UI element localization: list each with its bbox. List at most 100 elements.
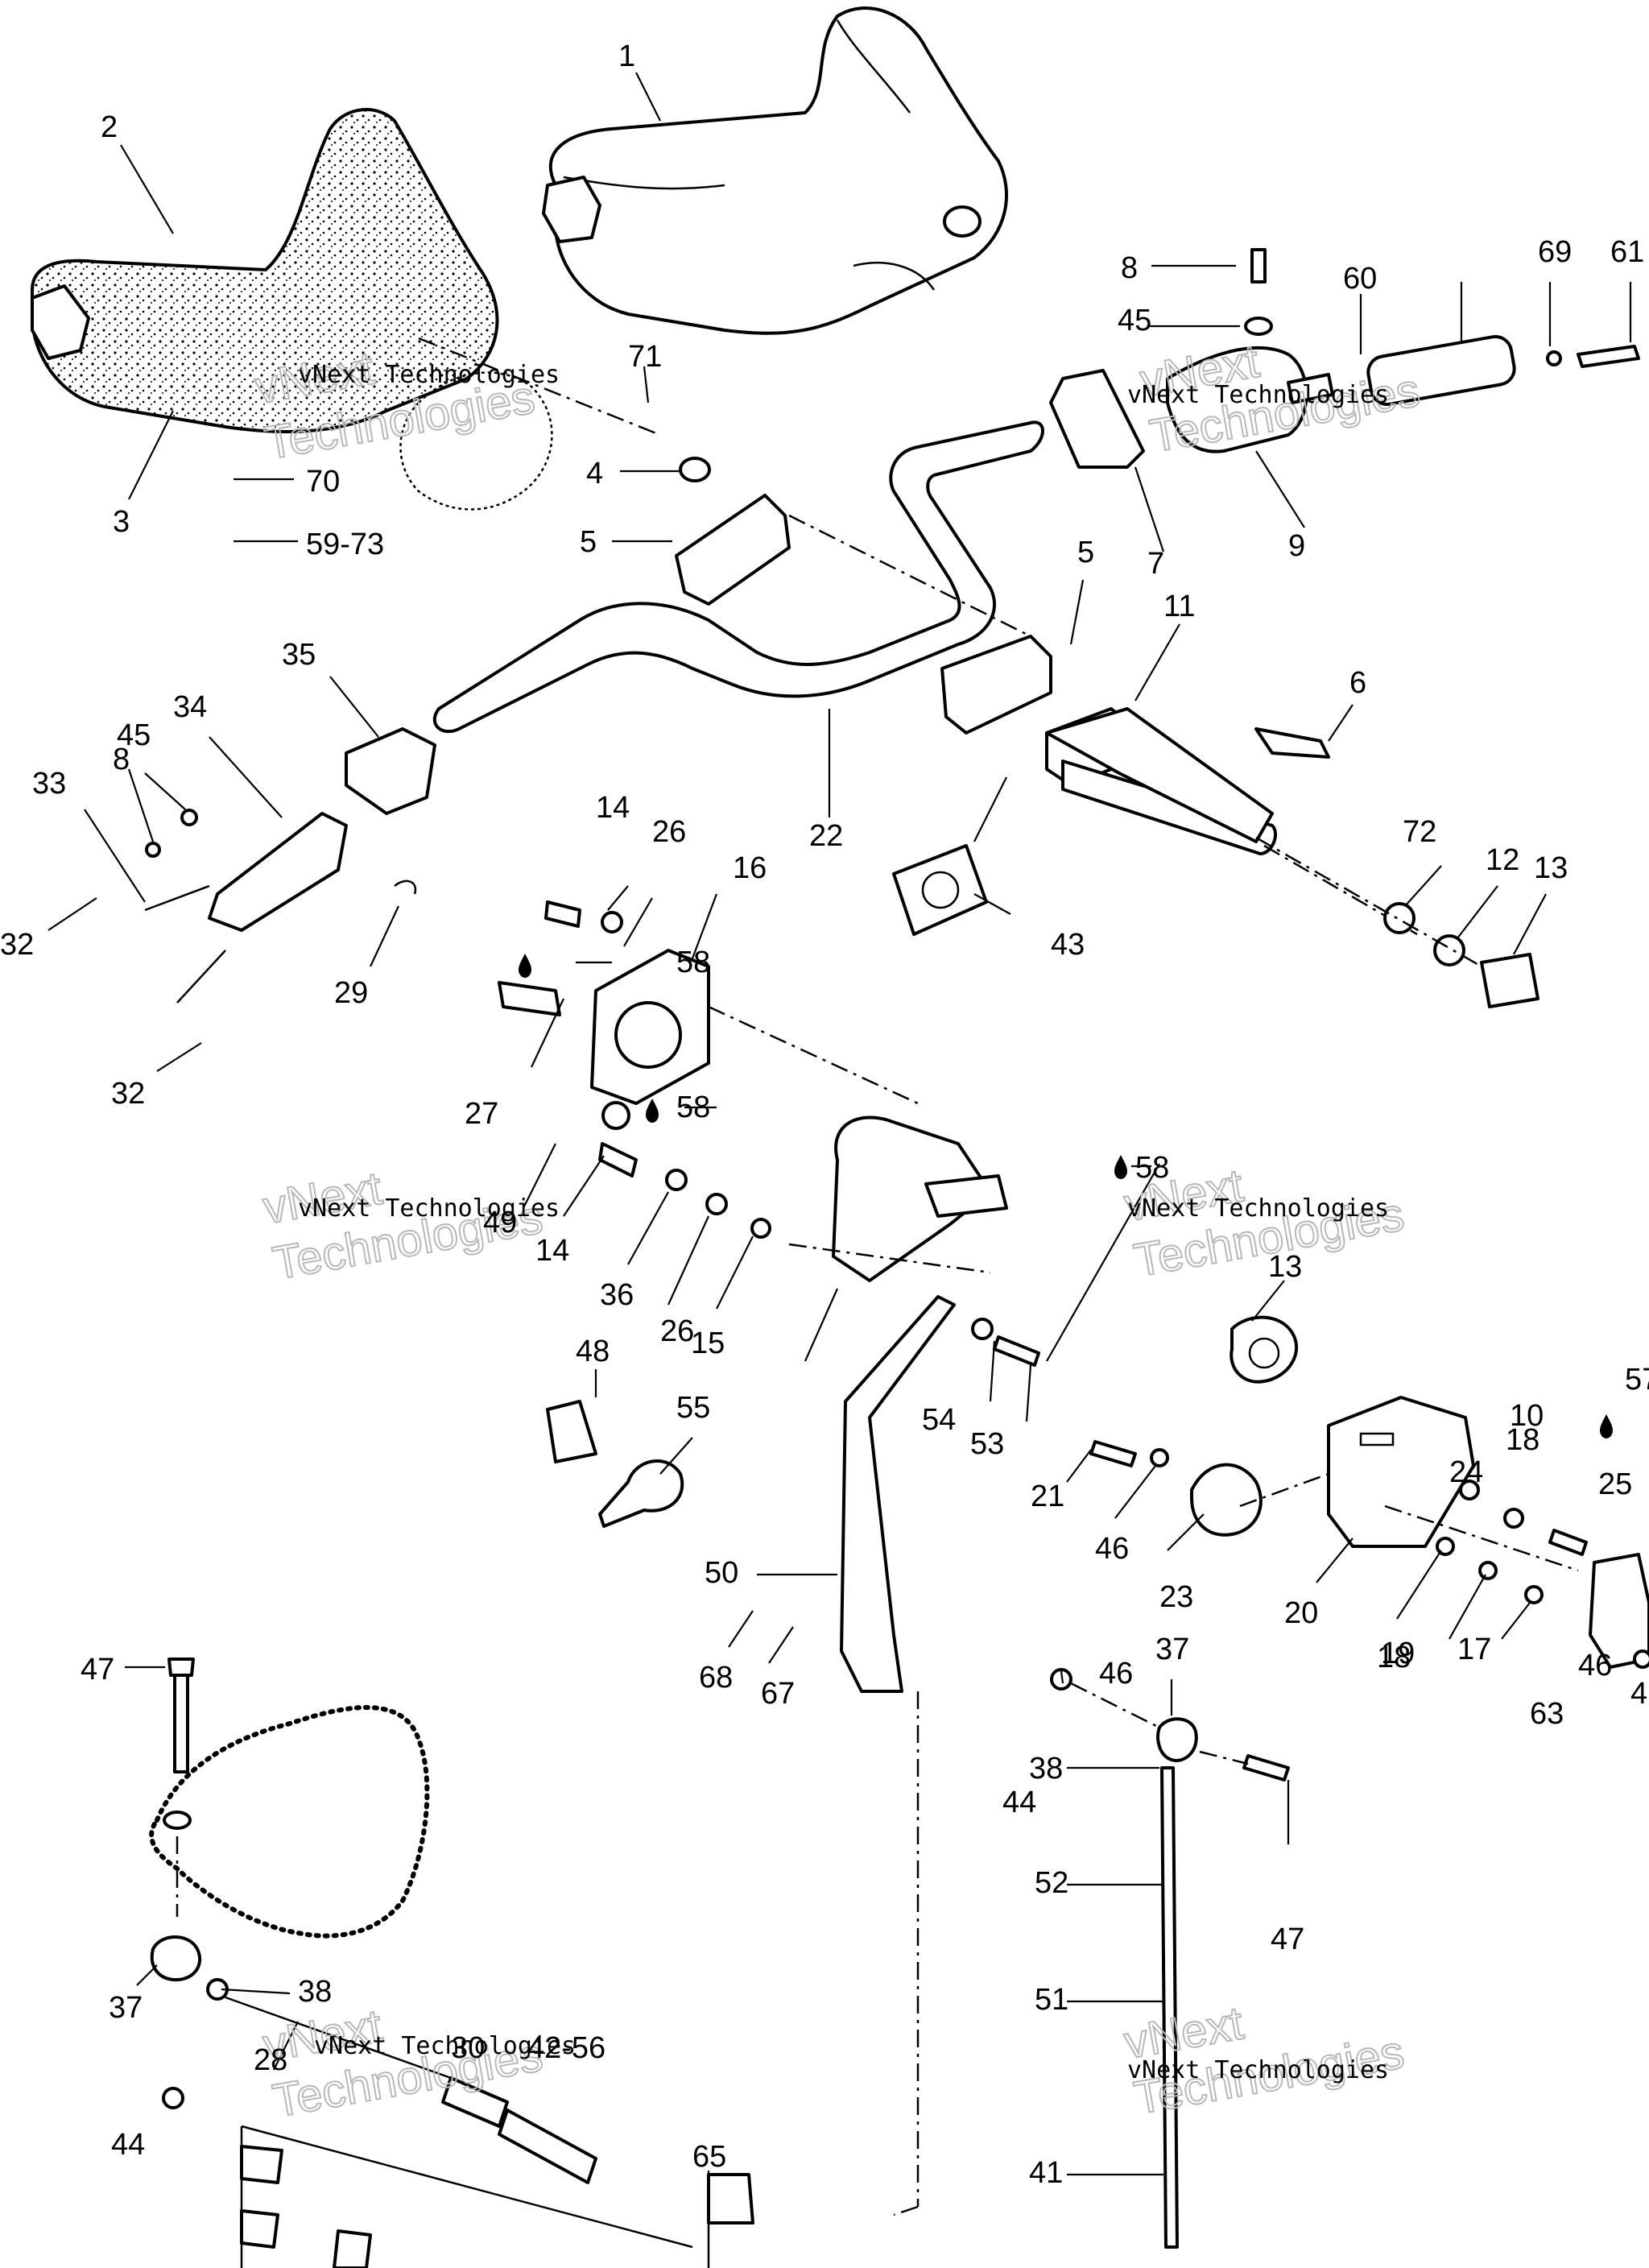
callout-label: 55 [676, 1391, 710, 1425]
foam-padding [31, 108, 661, 511]
callout-label: 63 [1530, 1697, 1564, 1731]
callout-label: 18 [1506, 1423, 1539, 1457]
callout-label: 12 [1486, 843, 1519, 877]
callout-label: 9 [1288, 529, 1305, 563]
callout-label: 10 [1510, 1399, 1544, 1433]
callout-label: 42-56 [527, 2031, 605, 2065]
callout-label: 59-73 [306, 528, 384, 561]
callout-label: 71 [628, 340, 662, 374]
callout-label: 32 [0, 928, 34, 962]
watermark-text: vNext Technologies [1127, 2056, 1389, 2084]
callout-label: 23 [1159, 1580, 1193, 1614]
callout-label: 46 [1578, 1649, 1612, 1682]
callout-label: 19 [1381, 1637, 1415, 1670]
callout-label: 58 [676, 946, 710, 979]
oil-drop-icon [1114, 1155, 1127, 1179]
right-grip-assembly [1049, 248, 1640, 469]
callout-label: 6 [1349, 666, 1366, 700]
callout-label: 67 [761, 1677, 795, 1711]
callout-label: 38 [1029, 1752, 1063, 1786]
throttle-cable [150, 1935, 754, 2268]
callout-label: 25 [1598, 1467, 1632, 1501]
callout-label: 45 [117, 718, 151, 752]
lower-right-hardware [971, 1315, 1649, 1669]
callout-label: 29 [334, 976, 368, 1010]
watermark-text: vNext Technologies [1127, 1194, 1389, 1223]
callout-label: 51 [1035, 1983, 1068, 2017]
lever-arm [840, 1295, 956, 2216]
callout-label: 15 [691, 1326, 725, 1360]
callout-label: 5 [1077, 536, 1094, 569]
callout-label: 53 [970, 1427, 1004, 1461]
callout-label: 30 [451, 2031, 485, 2065]
callout-label: 24 [1449, 1455, 1483, 1489]
callout-label: 35 [282, 638, 316, 672]
watermark-text: vNext Technologies [1127, 381, 1389, 409]
callout-label: 61 [1610, 235, 1644, 269]
callout-label: 68 [699, 1661, 733, 1695]
callout-label: 44 [1002, 1786, 1036, 1819]
callout-label: 65 [692, 2140, 726, 2174]
callout-label: 57 [1625, 1363, 1649, 1397]
callout-label: 37 [1155, 1633, 1189, 1666]
callout-label: 46 [1095, 1532, 1129, 1566]
callout-label: 47 [81, 1653, 114, 1687]
callout-label: 36 [600, 1278, 634, 1312]
callout-label: 48 [576, 1335, 610, 1368]
watermark-text: vNext Technologies [314, 2032, 576, 2060]
callout-label: 54 [922, 1403, 956, 1437]
handlebar-padding [542, 6, 1008, 335]
callout-label: 13 [1268, 1250, 1302, 1284]
dotted-cover [149, 1658, 430, 1939]
callout-label: 70 [306, 465, 340, 499]
callout-label: 20 [1284, 1596, 1318, 1630]
callout-label: 58 [676, 1091, 710, 1124]
callout-label: 32 [111, 1077, 145, 1111]
callout-label: 14 [535, 1234, 569, 1268]
callout-label: 47 [1630, 1677, 1649, 1711]
callout-label: 21 [1031, 1480, 1064, 1513]
oil-drop-icon [1600, 1414, 1613, 1438]
callout-label: 72 [1403, 815, 1436, 849]
lubricant-symbols [519, 954, 1613, 1438]
callout-label: 2 [101, 110, 118, 144]
left-switch-housing [144, 727, 436, 1004]
callout-label: 1 [618, 39, 635, 73]
watermark-text: vNext Technologies [298, 361, 560, 389]
gasket [892, 844, 988, 936]
watermark-text: vNext Technologies [298, 1194, 560, 1223]
callout-label: 27 [465, 1097, 498, 1131]
callout-label: 45 [1118, 304, 1151, 337]
callout-label: 58 [1135, 1151, 1169, 1185]
clips [546, 1400, 684, 1528]
steering-housing [498, 900, 919, 1105]
callout-label: 7 [1147, 547, 1164, 581]
pivot-bracket [598, 1101, 1008, 1282]
callout-label: 47 [1271, 1922, 1304, 1956]
throttle-rod [1050, 1668, 1290, 2249]
callout-label: 11 [1163, 590, 1195, 623]
callout-label: 26 [652, 815, 686, 849]
part-drawings [31, 6, 1649, 2268]
callout-label: 34 [173, 690, 207, 724]
callout-label: 44 [111, 2128, 145, 2162]
callout-label: 28 [254, 2043, 287, 2077]
callout-label: 5 [580, 525, 597, 559]
callout-label: 26 [660, 1314, 694, 1348]
callout-label: 49 [483, 1206, 517, 1240]
clamp-plates [675, 457, 1418, 936]
callout-label: 13 [1534, 851, 1568, 885]
callout-label: 3 [113, 505, 130, 539]
leader-lines [48, 72, 1632, 2191]
callout-label: 60 [1343, 262, 1377, 296]
callout-label: 14 [596, 791, 630, 825]
oil-drop-icon [646, 1099, 659, 1123]
callout-labels: 1 2 3 4 5 5 6 7 8 8 9 10 11 12 13 13 14 … [0, 39, 1649, 2190]
callout-label: 22 [809, 819, 843, 853]
steering-shaft [1045, 707, 1539, 1008]
callout-label: 50 [705, 1556, 738, 1590]
callout-label: 43 [1051, 928, 1085, 962]
callout-label: 33 [32, 767, 66, 801]
callout-label: 41 [1029, 2156, 1063, 2190]
